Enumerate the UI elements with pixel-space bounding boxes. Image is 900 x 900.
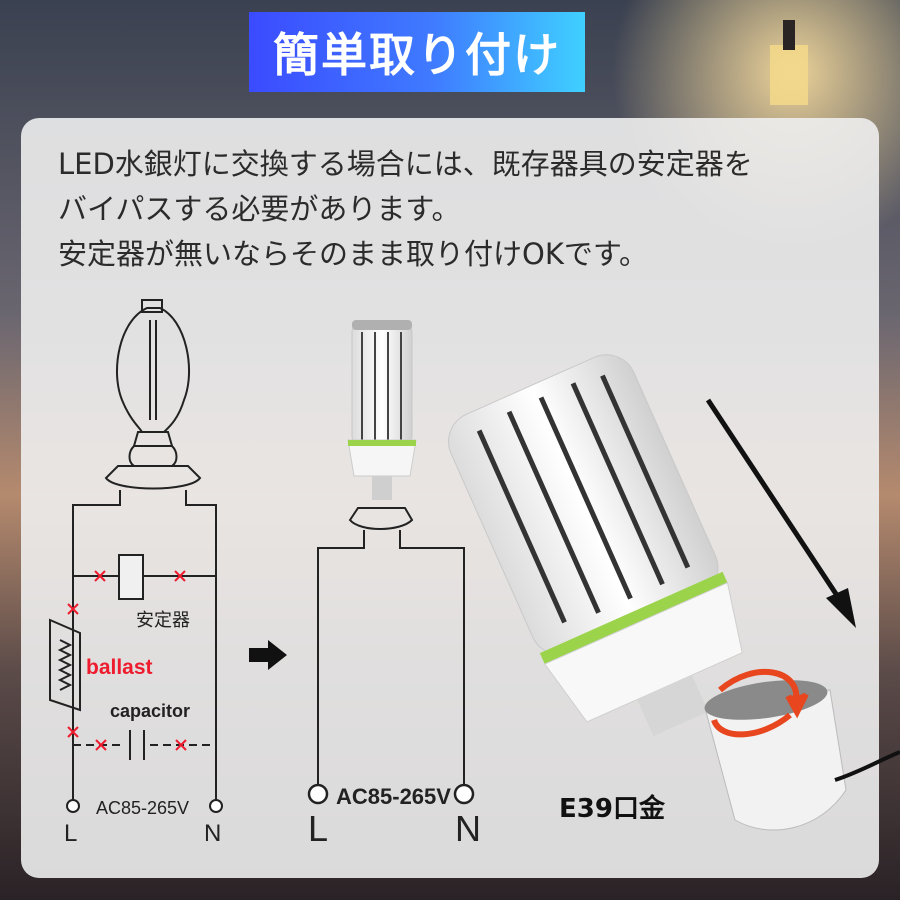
before-terminal-l: L bbox=[64, 820, 78, 847]
after-circuit-wires bbox=[317, 507, 465, 786]
install-arrow-icon bbox=[705, 398, 856, 628]
stabilizer-label: 安定器 bbox=[136, 610, 190, 630]
after-terminal-l: L bbox=[308, 808, 329, 849]
before-circuit-wires bbox=[72, 490, 217, 800]
title-banner: 簡単取り付け bbox=[249, 12, 585, 92]
ballast-label: ballast bbox=[86, 656, 153, 679]
large-led-bulb-icon bbox=[448, 354, 743, 737]
capacitor-label: capacitor bbox=[110, 701, 191, 721]
ballast-coil-icon bbox=[49, 618, 81, 712]
page-title: 簡単取り付け bbox=[273, 28, 561, 82]
description-text: LED水銀灯に交換する場合には、既存器具の安定器を バイパスする必要があります。… bbox=[58, 142, 878, 277]
description-line-2: バイパスする必要があります。 bbox=[58, 192, 461, 226]
before-voltage-label: AC85-265V bbox=[96, 798, 190, 818]
mercury-lamp-icon bbox=[104, 299, 202, 490]
socket-type-label: E39口金 bbox=[559, 794, 665, 824]
before-terminals bbox=[66, 799, 223, 813]
rotate-arrow-icon bbox=[711, 668, 809, 738]
before-terminal-n: N bbox=[204, 820, 222, 847]
after-terminal-n: N bbox=[455, 808, 481, 849]
arrow-right-icon bbox=[249, 640, 287, 670]
after-voltage-label: AC85-265V bbox=[336, 784, 451, 809]
after-terminals bbox=[307, 783, 475, 805]
cut-marks bbox=[67, 570, 187, 751]
description-line-3: 安定器が無いならそのまま取り付けOKです。 bbox=[58, 237, 648, 271]
description-line-1: LED水銀灯に交換する場合には、既存器具の安定器を bbox=[58, 147, 753, 181]
led-corn-bulb-icon bbox=[347, 320, 417, 500]
